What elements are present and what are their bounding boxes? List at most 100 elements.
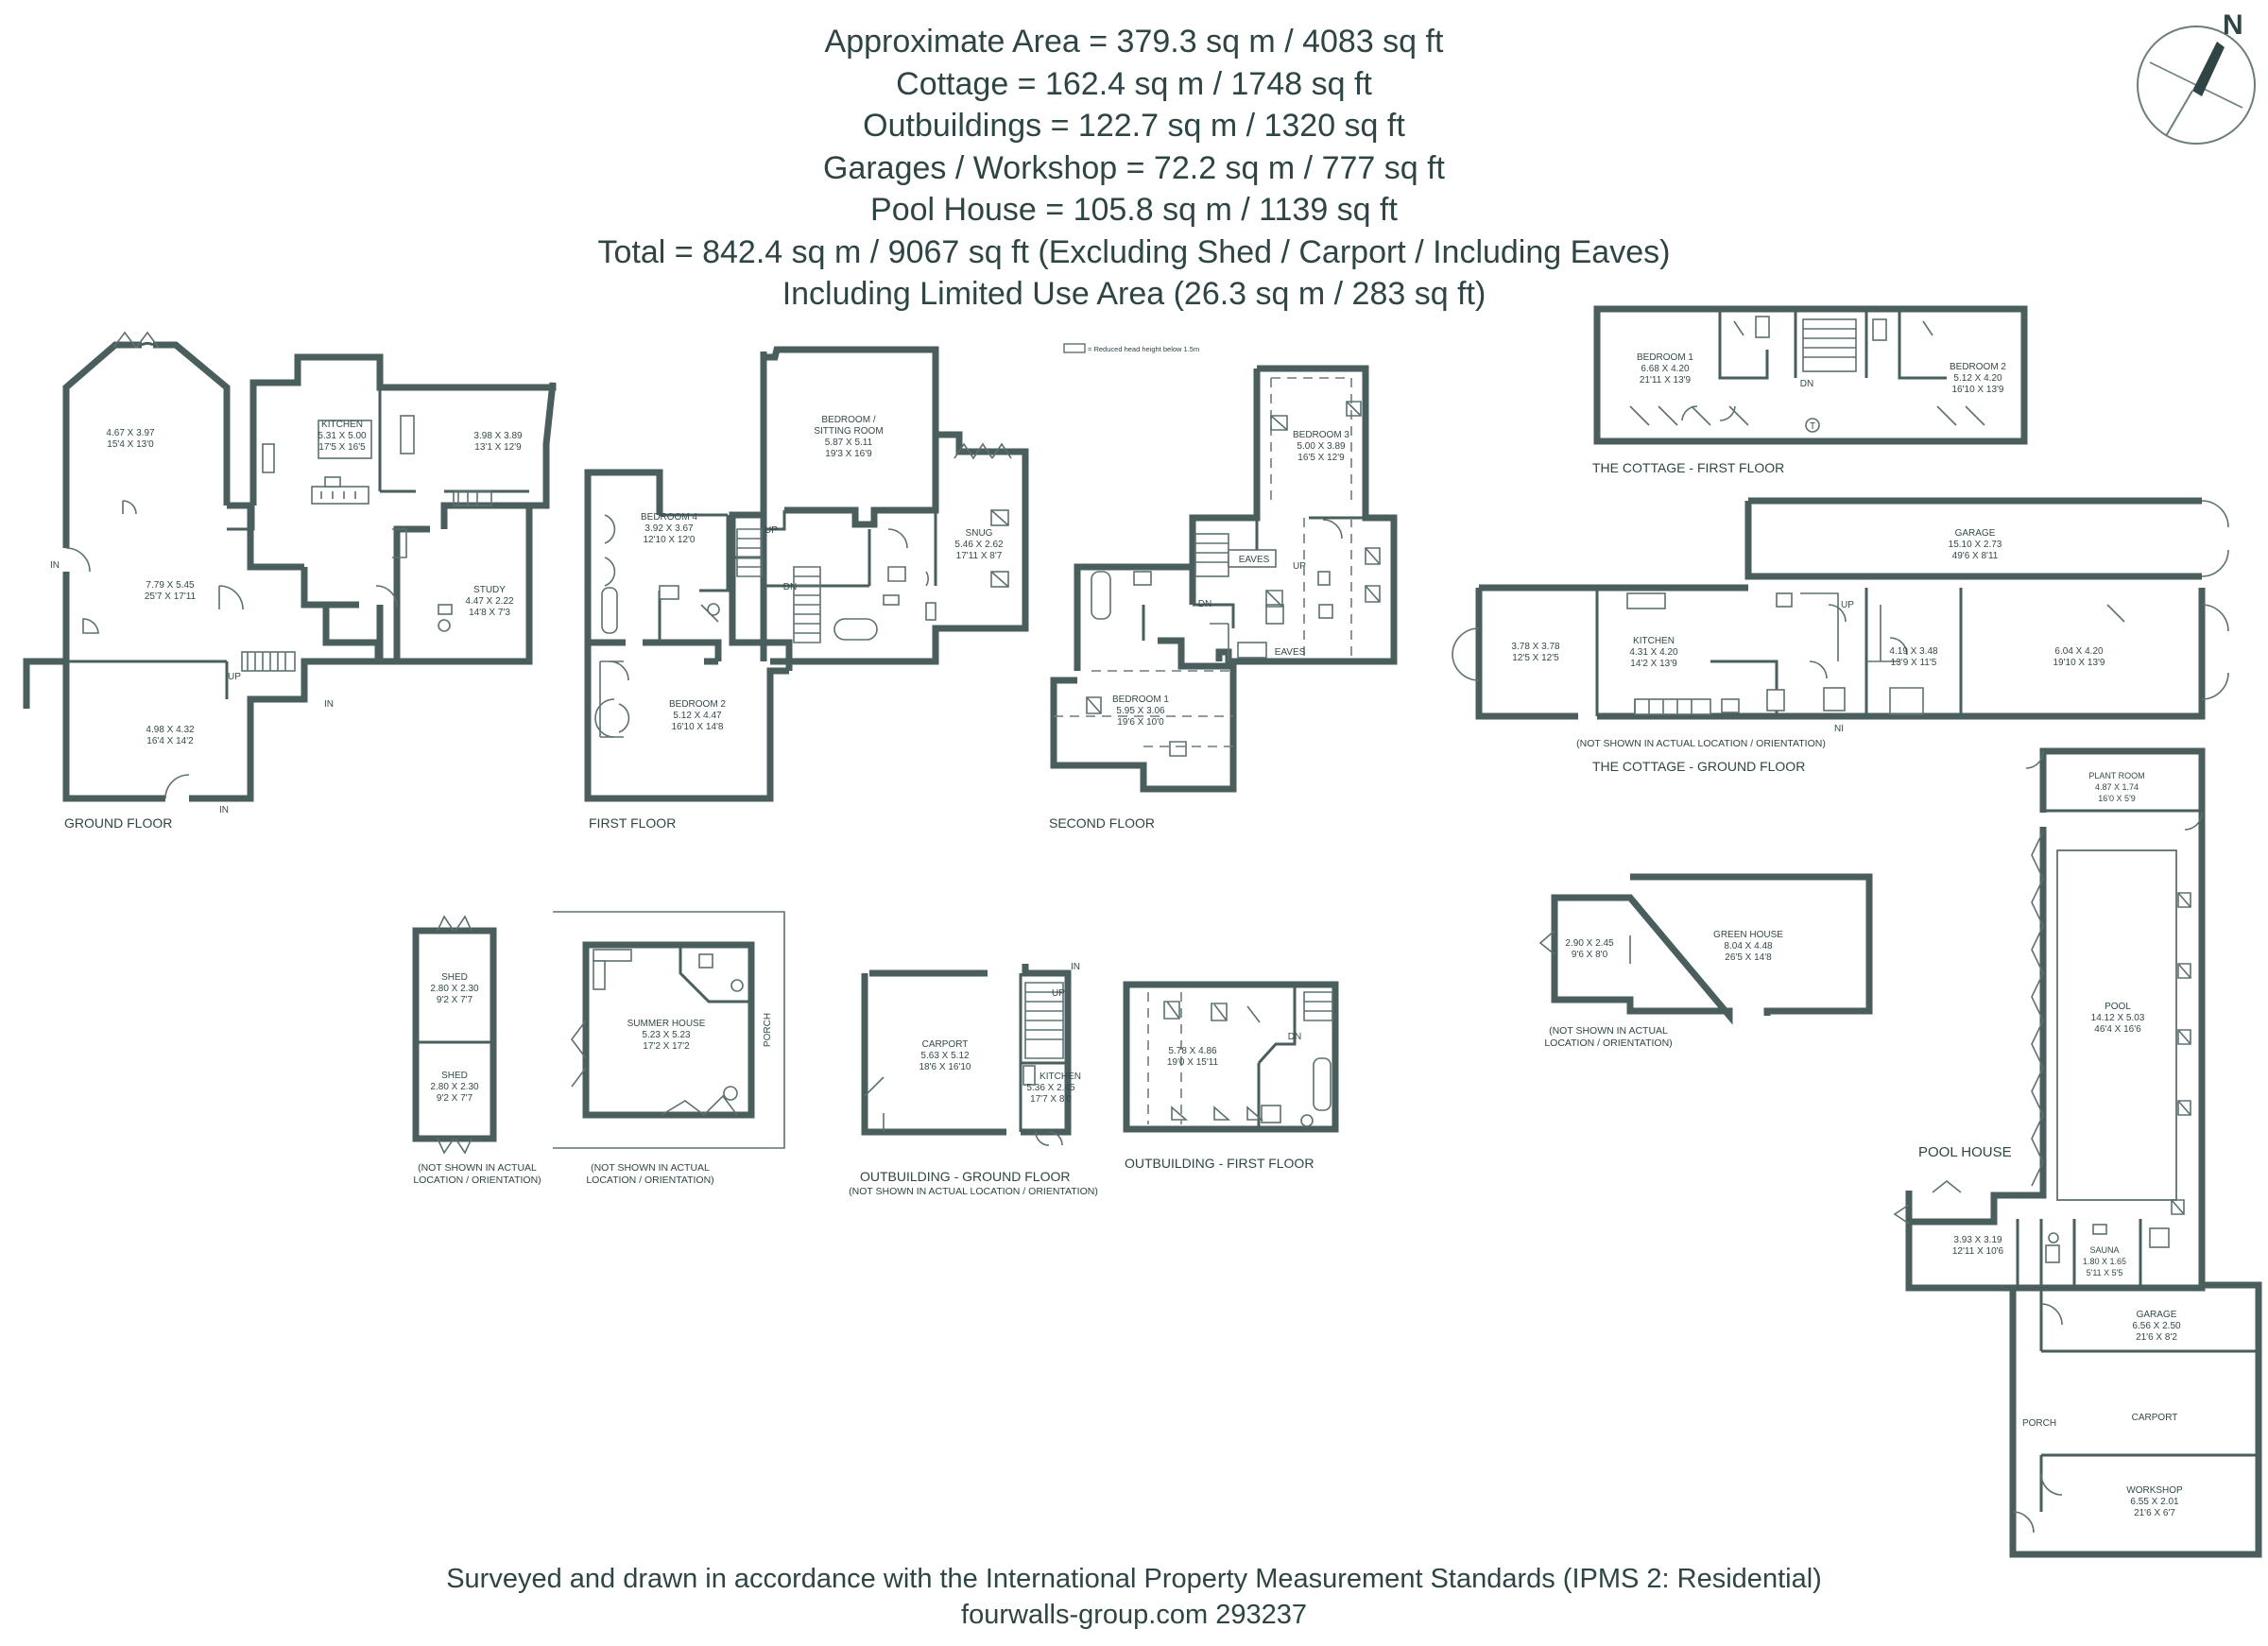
caption-cottage-ground-floor: THE COTTAGE - GROUND FLOOR	[1592, 759, 1805, 774]
room-dimensions-metric: 2.80 X 2.30	[430, 984, 479, 994]
room-dimensions-imperial: 15'4 X 13'0	[107, 439, 154, 450]
room-label-bedroom-sitting: SITTING ROOM	[814, 426, 883, 437]
room-dimensions-imperial: 21'6 X 8'2	[2136, 1332, 2177, 1343]
room-dimensions-imperial: 17'11 X 8'7	[956, 551, 1003, 561]
room-dimensions-imperial: 13'1 X 12'9	[474, 442, 522, 453]
room-label-porch: PORCH	[763, 1013, 773, 1047]
area-line-outbuildings: Outbuildings = 122.7 sq m / 1320 sq ft	[863, 108, 1405, 144]
not-shown-note: (NOT SHOWN IN ACTUAL	[591, 1162, 710, 1174]
caption-outbuilding-ground-floor: OUTBUILDING - GROUND FLOOR	[860, 1169, 1070, 1184]
room-dimensions-metric: 7.79 X 5.45	[146, 580, 195, 591]
stair-down-marker: DN	[783, 582, 797, 592]
room-dimensions-imperial: 19'3 X 16'9	[825, 449, 872, 459]
room-label-kitchen: KITCHEN	[1040, 1072, 1081, 1082]
stair-up-marker: UP	[1841, 600, 1854, 610]
room-label-bedroom-1: BEDROOM 1	[1112, 694, 1169, 705]
not-shown-note: LOCATION / ORIENTATION)	[413, 1174, 541, 1186]
area-summary: Approximate Area = 379.3 sq m / 4083 sq …	[0, 21, 2268, 316]
room-label-bedroom-1: BEDROOM 1	[1637, 352, 1693, 363]
room-label-carport: CARPORT	[922, 1039, 969, 1050]
not-shown-note: (NOT SHOWN IN ACTUAL	[418, 1162, 537, 1174]
room-dimensions-metric: 5.78 X 4.86	[1168, 1046, 1217, 1056]
room-dimensions-imperial: 12'11 X 10'6	[1952, 1246, 2004, 1257]
room-label-pool: POOL	[2105, 1002, 2131, 1012]
room-dimensions-imperial: 16'5 X 12'9	[1297, 453, 1345, 463]
room-dimensions-metric: 5.36 X 2.45	[1026, 1083, 1075, 1093]
room-dimensions-imperial: 19'0 X 15'11	[1167, 1057, 1219, 1068]
room-dimensions-imperial: 26'5 X 14'8	[1725, 952, 1772, 963]
room-dimensions-imperial: 12'10 X 12'0	[644, 535, 696, 545]
room-dimensions-imperial: 19'6 X 10'0	[1117, 717, 1164, 728]
caption-cottage-first-floor: THE COTTAGE - FIRST FLOOR	[1592, 460, 1784, 475]
cottage-first-floor-plan: T BEDROOM 1 6.68 X 4.20 21'11 X 13'9 BED…	[1592, 305, 2028, 475]
room-dimensions-metric: 6.68 X 4.20	[1641, 364, 1690, 374]
first-floor-plan: BEDROOM / SITTING ROOM 5.87 X 5.11 19'3 …	[584, 346, 1029, 831]
room-dimensions-imperial: 46'4 X 16'6	[2094, 1024, 2141, 1035]
entrance-marker: IN	[1071, 962, 1080, 972]
room-label-shed: SHED	[441, 1071, 468, 1081]
room-label-garage: GARAGE	[2137, 1310, 2177, 1320]
room-label-sauna: SAUNA	[2089, 1245, 2119, 1255]
legend-swatch-icon	[1063, 343, 1086, 353]
room-dimensions-metric: 5.00 X 3.89	[1297, 441, 1346, 452]
area-line-approximate: Approximate Area = 379.3 sq m / 4083 sq …	[824, 24, 1444, 60]
not-shown-note: (NOT SHOWN IN ACTUAL LOCATION / ORIENTAT…	[1576, 738, 1826, 749]
green-house-plan: GREEN HOUSE 8.04 X 4.48 26'5 X 14'8 2.90…	[1538, 873, 1873, 1049]
room-dimensions-metric: 4.47 X 2.22	[465, 596, 514, 607]
room-dimensions-imperial: 18'6 X 16'10	[919, 1062, 971, 1072]
room-dimensions-metric: 4.87 X 1.74	[2095, 782, 2139, 792]
tank-marker: T	[1810, 421, 1815, 432]
cottage-ground-floor-plan: GARAGE 15.10 X 2.73 49'6 X 8'11 3.78 X 3…	[1452, 497, 2229, 774]
room-dimensions-imperial: 9'2 X 7'7	[437, 995, 473, 1005]
room-dimensions-metric: 5.87 X 5.11	[825, 437, 873, 448]
room-dimensions-imperial: 25'7 X 17'11	[145, 592, 197, 602]
room-dimensions-metric: 6.56 X 2.50	[2132, 1321, 2181, 1331]
room-label-summer-house: SUMMER HOUSE	[627, 1019, 706, 1029]
room-dimensions-imperial: 14'2 X 13'9	[1630, 659, 1677, 669]
room-dimensions-metric: 6.55 X 2.01	[2130, 1497, 2179, 1507]
room-dimensions-imperial: 12'5 X 12'5	[1512, 653, 1559, 663]
room-dimensions-metric: 4.98 X 4.32	[146, 725, 195, 735]
caption-pool-house: POOL HOUSE	[1918, 1144, 2012, 1160]
room-dimensions-metric: 15.10 X 2.73	[1949, 540, 2002, 550]
eaves-label: EAVES	[1275, 647, 1306, 658]
room-label-porch: PORCH	[2022, 1418, 2056, 1429]
entrance-marker: IN	[324, 699, 334, 710]
room-label-shed: SHED	[441, 972, 468, 983]
room-label-bedroom-3: BEDROOM 3	[1293, 430, 1349, 440]
caption-ground-floor: GROUND FLOOR	[64, 815, 172, 831]
stair-down-marker: DN	[1288, 1032, 1301, 1042]
area-line-total: Total = 842.4 sq m / 9067 sq ft (Excludi…	[597, 233, 1671, 270]
room-label-workshop: WORKSHOP	[2126, 1485, 2183, 1496]
room-dimensions-metric: 1.80 X 1.65	[2083, 1257, 2126, 1266]
room-dimensions-imperial: 16'0 X 5'9	[2098, 794, 2135, 803]
room-dimensions-imperial: 16'10 X 14'8	[672, 722, 724, 732]
compass-north-label: N	[2223, 9, 2243, 41]
entrance-marker: IN	[219, 805, 229, 815]
ground-floor-plan: 4.67 X 3.97 15'4 X 13'0 KITCHEN 5.31 X 5…	[23, 331, 557, 831]
caption-first-floor: FIRST FLOOR	[589, 815, 676, 831]
room-label-bedroom-sitting: BEDROOM /	[821, 415, 875, 425]
eaves-label: EAVES	[1239, 555, 1270, 565]
room-dimensions-metric: 5.46 X 2.62	[954, 540, 1004, 550]
room-dimensions-metric: 5.23 X 5.23	[642, 1030, 691, 1040]
footer: Surveyed and drawn in accordance with th…	[0, 1561, 2268, 1633]
room-dimensions-metric: 14.12 X 5.03	[2091, 1013, 2145, 1023]
room-dimensions-metric: 2.90 X 2.45	[1565, 938, 1614, 949]
caption-second-floor: SECOND FLOOR	[1049, 815, 1155, 831]
room-dimensions-imperial: 9'2 X 7'7	[437, 1093, 473, 1104]
room-label-plant-room: PLANT ROOM	[2088, 771, 2144, 780]
area-line-limited-use: Including Limited Use Area (26.3 sq m / …	[782, 276, 1486, 312]
room-dimensions-imperial: 17'7 X 8'0	[1030, 1094, 1072, 1105]
stair-down-marker: DN	[1198, 599, 1211, 609]
room-dimensions-metric: 8.04 X 4.48	[1724, 941, 1773, 952]
room-dimensions-metric: 5.63 X 5.12	[920, 1051, 970, 1061]
room-dimensions-metric: 5.95 X 3.06	[1116, 706, 1165, 716]
room-dimensions-metric: 3.93 X 3.19	[1953, 1235, 2002, 1245]
room-label-garage: GARAGE	[1955, 528, 1996, 539]
stair-up-marker: UP	[1052, 988, 1065, 999]
sheds-plan: SHED 2.80 X 2.30 9'2 X 7'7 SHED 2.80 X 2…	[412, 915, 541, 1186]
room-dimensions-metric: 5.31 X 5.00	[318, 431, 367, 441]
entrance-marker: IN	[50, 560, 60, 571]
